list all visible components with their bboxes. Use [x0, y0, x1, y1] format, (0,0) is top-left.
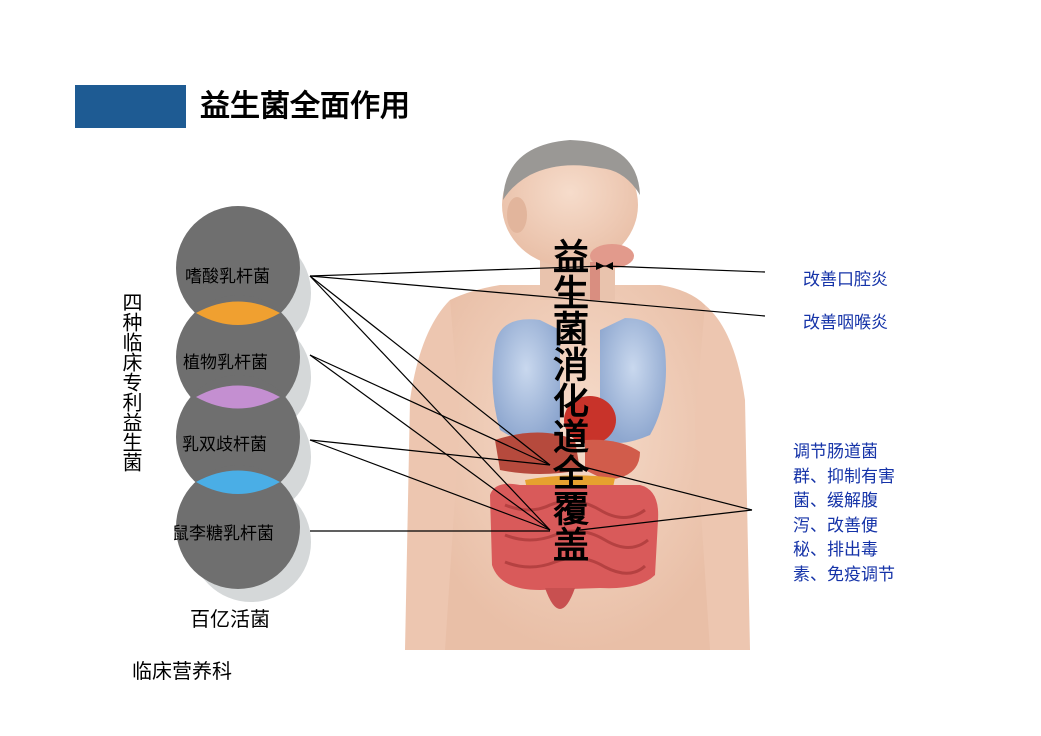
- left-vertical-title: 四种临床专利益生菌: [119, 292, 143, 472]
- center-vertical-text: 益生菌消化道全覆盖: [547, 238, 588, 562]
- bacteria-circles: [176, 206, 311, 602]
- arrow-head-icon: [596, 262, 605, 270]
- title-accent-bar: [75, 85, 186, 128]
- department-label: 临床营养科: [132, 659, 232, 683]
- bacteria-label-2: 植物乳杆菌: [183, 353, 268, 373]
- effect-label-1: 改善口腔炎: [803, 270, 888, 290]
- bacteria-caption: 百亿活菌: [190, 607, 270, 631]
- bacteria-label-4: 鼠李糖乳杆菌: [172, 524, 274, 544]
- effects-list: 调节肠道菌 群、抑制有害 菌、缓解腹 泻、改善便 秘、排出毒 素、免疫调节: [793, 442, 895, 585]
- connector-lines: [309, 265, 766, 532]
- bacteria-label-3: 乳双歧杆菌: [182, 435, 267, 455]
- page-title: 益生菌全面作用: [200, 89, 410, 124]
- human-body-illustration: [405, 140, 750, 650]
- effect-label-2: 改善咽喉炎: [803, 313, 888, 333]
- arrow-head-icon: [605, 262, 613, 270]
- bacteria-label-1: 嗜酸乳杆菌: [185, 267, 270, 287]
